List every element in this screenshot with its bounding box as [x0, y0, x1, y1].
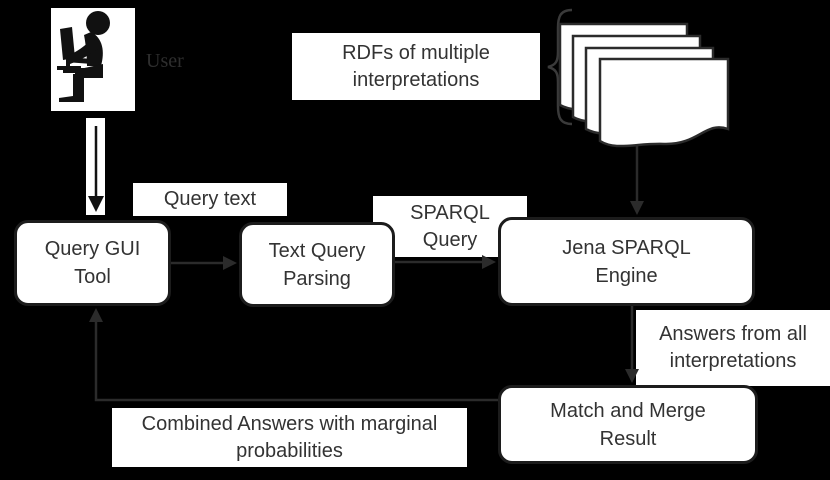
- edge-label-text: Combined Answers with marginal: [141, 412, 438, 435]
- arrow-gui-to-parsing: [171, 256, 237, 270]
- node-text-query-parsing: Text Query Parsing: [239, 222, 395, 307]
- edge-label-text: interpretations: [669, 350, 797, 372]
- edge-label-text: Answers from all: [659, 323, 807, 345]
- arrow-parsing-to-jena: [395, 255, 496, 269]
- node-text: Text Query: [268, 239, 366, 262]
- user-to-gui-arrow: [86, 118, 105, 215]
- edge-label-rdfs: RDFs of multiple interpretations: [292, 33, 540, 100]
- node-text: Parsing: [283, 267, 351, 290]
- stacked-documents-icon: [558, 22, 730, 148]
- edge-label-text: Query: [422, 228, 478, 251]
- edge-label-text: interpretations: [352, 68, 480, 91]
- node-text: Result: [599, 427, 657, 450]
- edge-label-query-text: Query text: [133, 183, 287, 216]
- node-text: Tool: [74, 266, 111, 288]
- edge-label-text: Query text: [163, 188, 257, 210]
- node-text: Jena SPARQL: [562, 236, 691, 259]
- arrow-docs-to-jena: [630, 145, 644, 215]
- edge-label-text: probabilities: [236, 439, 343, 462]
- user-caption: User: [146, 50, 184, 72]
- person-at-computer-icon: [51, 8, 135, 111]
- node-text: Match and Merge: [550, 399, 706, 422]
- node-text: Query GUI: [44, 238, 141, 260]
- node-match-and-merge-result: Match and Merge Result: [498, 385, 758, 464]
- edge-label-text: SPARQL: [410, 201, 490, 224]
- node-text: Engine: [595, 264, 658, 287]
- node-jena-sparql-engine: Jena SPARQL Engine: [498, 217, 755, 306]
- left-curly-brace-glyph: [547, 8, 573, 126]
- arrow-match-to-gui: [89, 308, 498, 402]
- edge-label-combined-answers: Combined Answers with marginal probabili…: [112, 408, 467, 467]
- edge-label-text: RDFs of multiple: [342, 41, 490, 64]
- node-query-gui-tool: Query GUI Tool: [14, 220, 171, 306]
- edge-label-answers: Answers from all interpretations: [636, 310, 830, 386]
